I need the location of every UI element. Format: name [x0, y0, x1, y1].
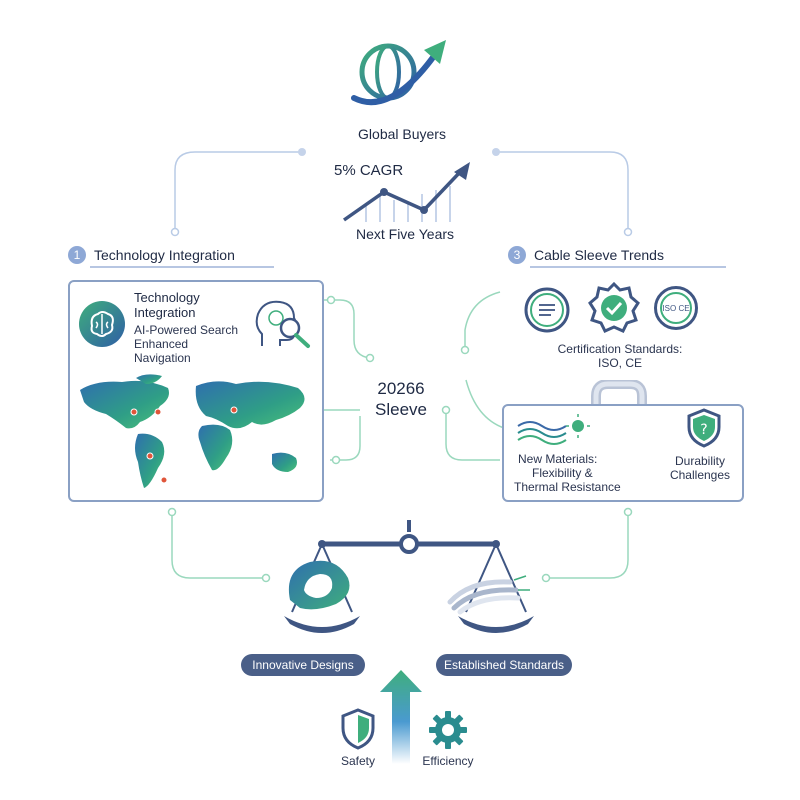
balance-scale-icon [284, 520, 534, 633]
durability-line-2: Challenges [669, 468, 731, 482]
center-label-line-1: 20266 [377, 379, 425, 398]
materials-line-1: New Materials: [518, 452, 598, 466]
world-map-icon [80, 374, 305, 488]
iso-ce-badge-text: ISO CE [660, 292, 692, 324]
panel-line-1: AI-Powered Search [134, 323, 239, 337]
section-heading-text: Cable Sleeve Trends [534, 247, 664, 263]
efficiency-label: Efficiency [422, 754, 474, 768]
innovative-designs-tag: Innovative Designs [241, 654, 365, 676]
efficiency-gear-icon [429, 711, 467, 749]
center-label-line-2: Sleeve [375, 400, 427, 419]
section-heading-technology: 1 Technology Integration [68, 246, 235, 264]
safety-shield-icon [341, 708, 375, 750]
certification-label: Certification Standards: [557, 342, 683, 356]
up-arrow-icon [380, 670, 422, 764]
brain-icon [79, 301, 125, 347]
materials-line-2: Flexibility & [532, 466, 593, 480]
head-search-icon [255, 300, 310, 348]
durability-line-1: Durability [674, 454, 725, 468]
page-title: Global Buyers [358, 126, 446, 142]
globe-arrow-icon [351, 40, 446, 106]
panel-line-3: Navigation [134, 351, 191, 365]
section-heading-text: Technology Integration [94, 247, 235, 263]
section-number-badge: 3 [508, 246, 526, 264]
growth-label: 5% CAGR [334, 162, 404, 179]
cable-sleeve-icon [591, 380, 647, 406]
safety-label: Safety [340, 754, 376, 768]
established-standards-tag: Established Standards [436, 654, 572, 676]
waves-sun-icon [517, 414, 590, 445]
certificate-icon [524, 287, 570, 333]
section-heading-cable-trends: 3 Cable Sleeve Trends [508, 246, 664, 264]
panel-title: Technology Integration [134, 290, 200, 320]
svg-text:?: ? [700, 422, 707, 438]
section-number-badge: 1 [68, 246, 86, 264]
period-label: Next Five Years [355, 226, 455, 242]
iso-ce-badge-icon: ISO CE [654, 286, 698, 330]
materials-line-3: Thermal Resistance [514, 480, 621, 494]
panel-line-2: Enhanced [134, 337, 189, 351]
verified-check-icon [588, 282, 640, 333]
section-underline [530, 266, 726, 268]
certification-value: ISO, CE [597, 356, 642, 370]
center-label: 20266 Sleeve [366, 378, 436, 420]
trend-chart-icon [342, 162, 470, 222]
shield-question-icon: ? [687, 408, 721, 448]
section-underline [90, 266, 274, 268]
